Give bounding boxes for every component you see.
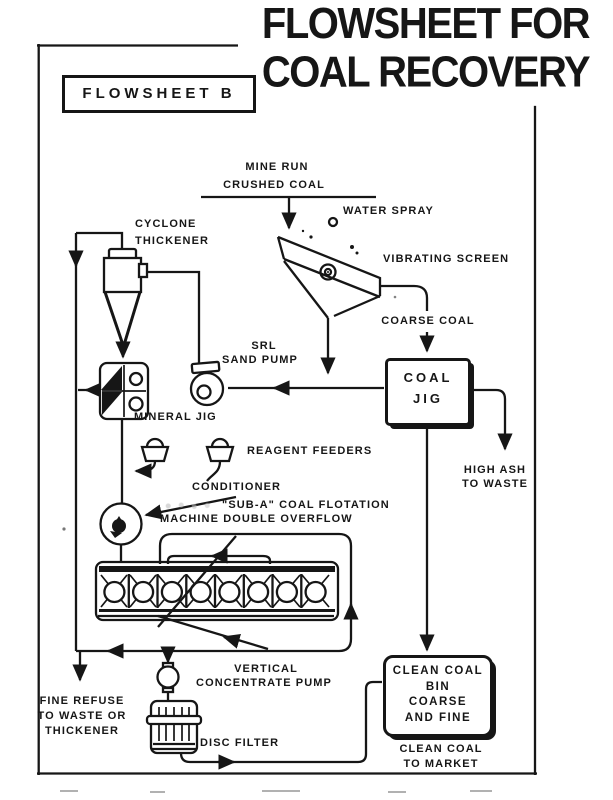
flotation-label-line1: "SUB-A" COAL FLOTATION xyxy=(222,499,390,511)
coarse-coal-line xyxy=(380,284,435,353)
coal-jig-box: COAL JIG xyxy=(385,358,471,426)
page-title: FLOWSHEET FOR COAL RECOVERY xyxy=(238,0,613,106)
flotation-machine-shape xyxy=(94,560,340,622)
mine-run-label-line1: MINE RUN xyxy=(245,161,309,173)
water-spray-label: WATER SPRAY xyxy=(343,205,434,217)
clean-coal-bin-line1: CLEAN COAL xyxy=(392,665,484,677)
vibrating-screen-shape xyxy=(276,235,382,375)
flotation-cell-impellers xyxy=(103,580,327,604)
clean-coal-market-line1: CLEAN COAL xyxy=(399,743,483,755)
cyclone-thickener-shape xyxy=(68,231,149,651)
fine-refuse-label-line1: FINE REFUSE xyxy=(39,695,125,707)
vertical-pump-label-line1: VERTICAL xyxy=(234,663,298,675)
clean-coal-market-line2: TO MARKET xyxy=(403,758,479,770)
faded-text-smudge xyxy=(163,501,215,510)
coal-jig-lines xyxy=(228,380,513,652)
high-ash-label-line2: TO WASTE xyxy=(461,478,529,490)
coarse-coal-label: COARSE COAL xyxy=(381,315,475,327)
disc-filter-label: DISC FILTER xyxy=(200,737,280,749)
vibrating-screen-label: VIBRATING SCREEN xyxy=(383,253,510,265)
water-spray-icon xyxy=(301,216,359,255)
coal-jig-label-line2: JIG xyxy=(413,391,443,406)
flowsheet-b-box: FLOWSHEET B xyxy=(62,75,256,113)
fine-refuse-label-line2: TO WASTE OR xyxy=(37,710,127,722)
clean-coal-bin-line3: COARSE xyxy=(408,696,468,708)
mine-run-label-line2: CRUSHED COAL xyxy=(223,179,325,191)
mineral-jig-label: MINERAL JIG xyxy=(134,411,217,423)
scan-artifacts xyxy=(60,295,492,793)
conditioner-label: CONDITIONER xyxy=(192,481,282,493)
srl-pump-label-line2: SAND PUMP xyxy=(222,354,298,366)
high-ash-label-line1: HIGH ASH xyxy=(463,464,527,476)
vertical-pump-label-line2: CONCENTRATE PUMP xyxy=(196,677,332,689)
flotation-recirculation-lines xyxy=(76,532,359,659)
clean-coal-bin-box: CLEAN COAL BIN COARSE AND FINE xyxy=(383,655,493,737)
vertical-concentrate-pump-shape xyxy=(156,646,180,701)
flotation-label-line2: MACHINE DOUBLE OVERFLOW xyxy=(160,513,353,525)
coal-jig-label-line1: COAL xyxy=(403,370,453,385)
mine-run-feed-line xyxy=(201,195,376,230)
clean-coal-bin-line2: BIN xyxy=(425,680,451,693)
mineral-jig-shape xyxy=(78,361,150,518)
cyclone-label-line2: THICKENER xyxy=(135,235,210,247)
cyclone-label-line1: CYCLONE xyxy=(135,218,197,230)
page-title-line2: COAL RECOVERY xyxy=(261,48,591,97)
disc-filter-shape xyxy=(145,680,382,770)
srl-sand-pump-shape xyxy=(146,270,225,407)
reagent-feeders-label: REAGENT FEEDERS xyxy=(247,445,373,457)
srl-pump-label-line1: SRL xyxy=(251,340,277,352)
clean-coal-bin-line4: AND FINE xyxy=(404,711,472,724)
page-title-line1: FLOWSHEET FOR xyxy=(261,0,591,48)
reagent-feeder-shapes xyxy=(134,437,235,482)
fine-refuse-label-line3: THICKENER xyxy=(44,725,120,737)
